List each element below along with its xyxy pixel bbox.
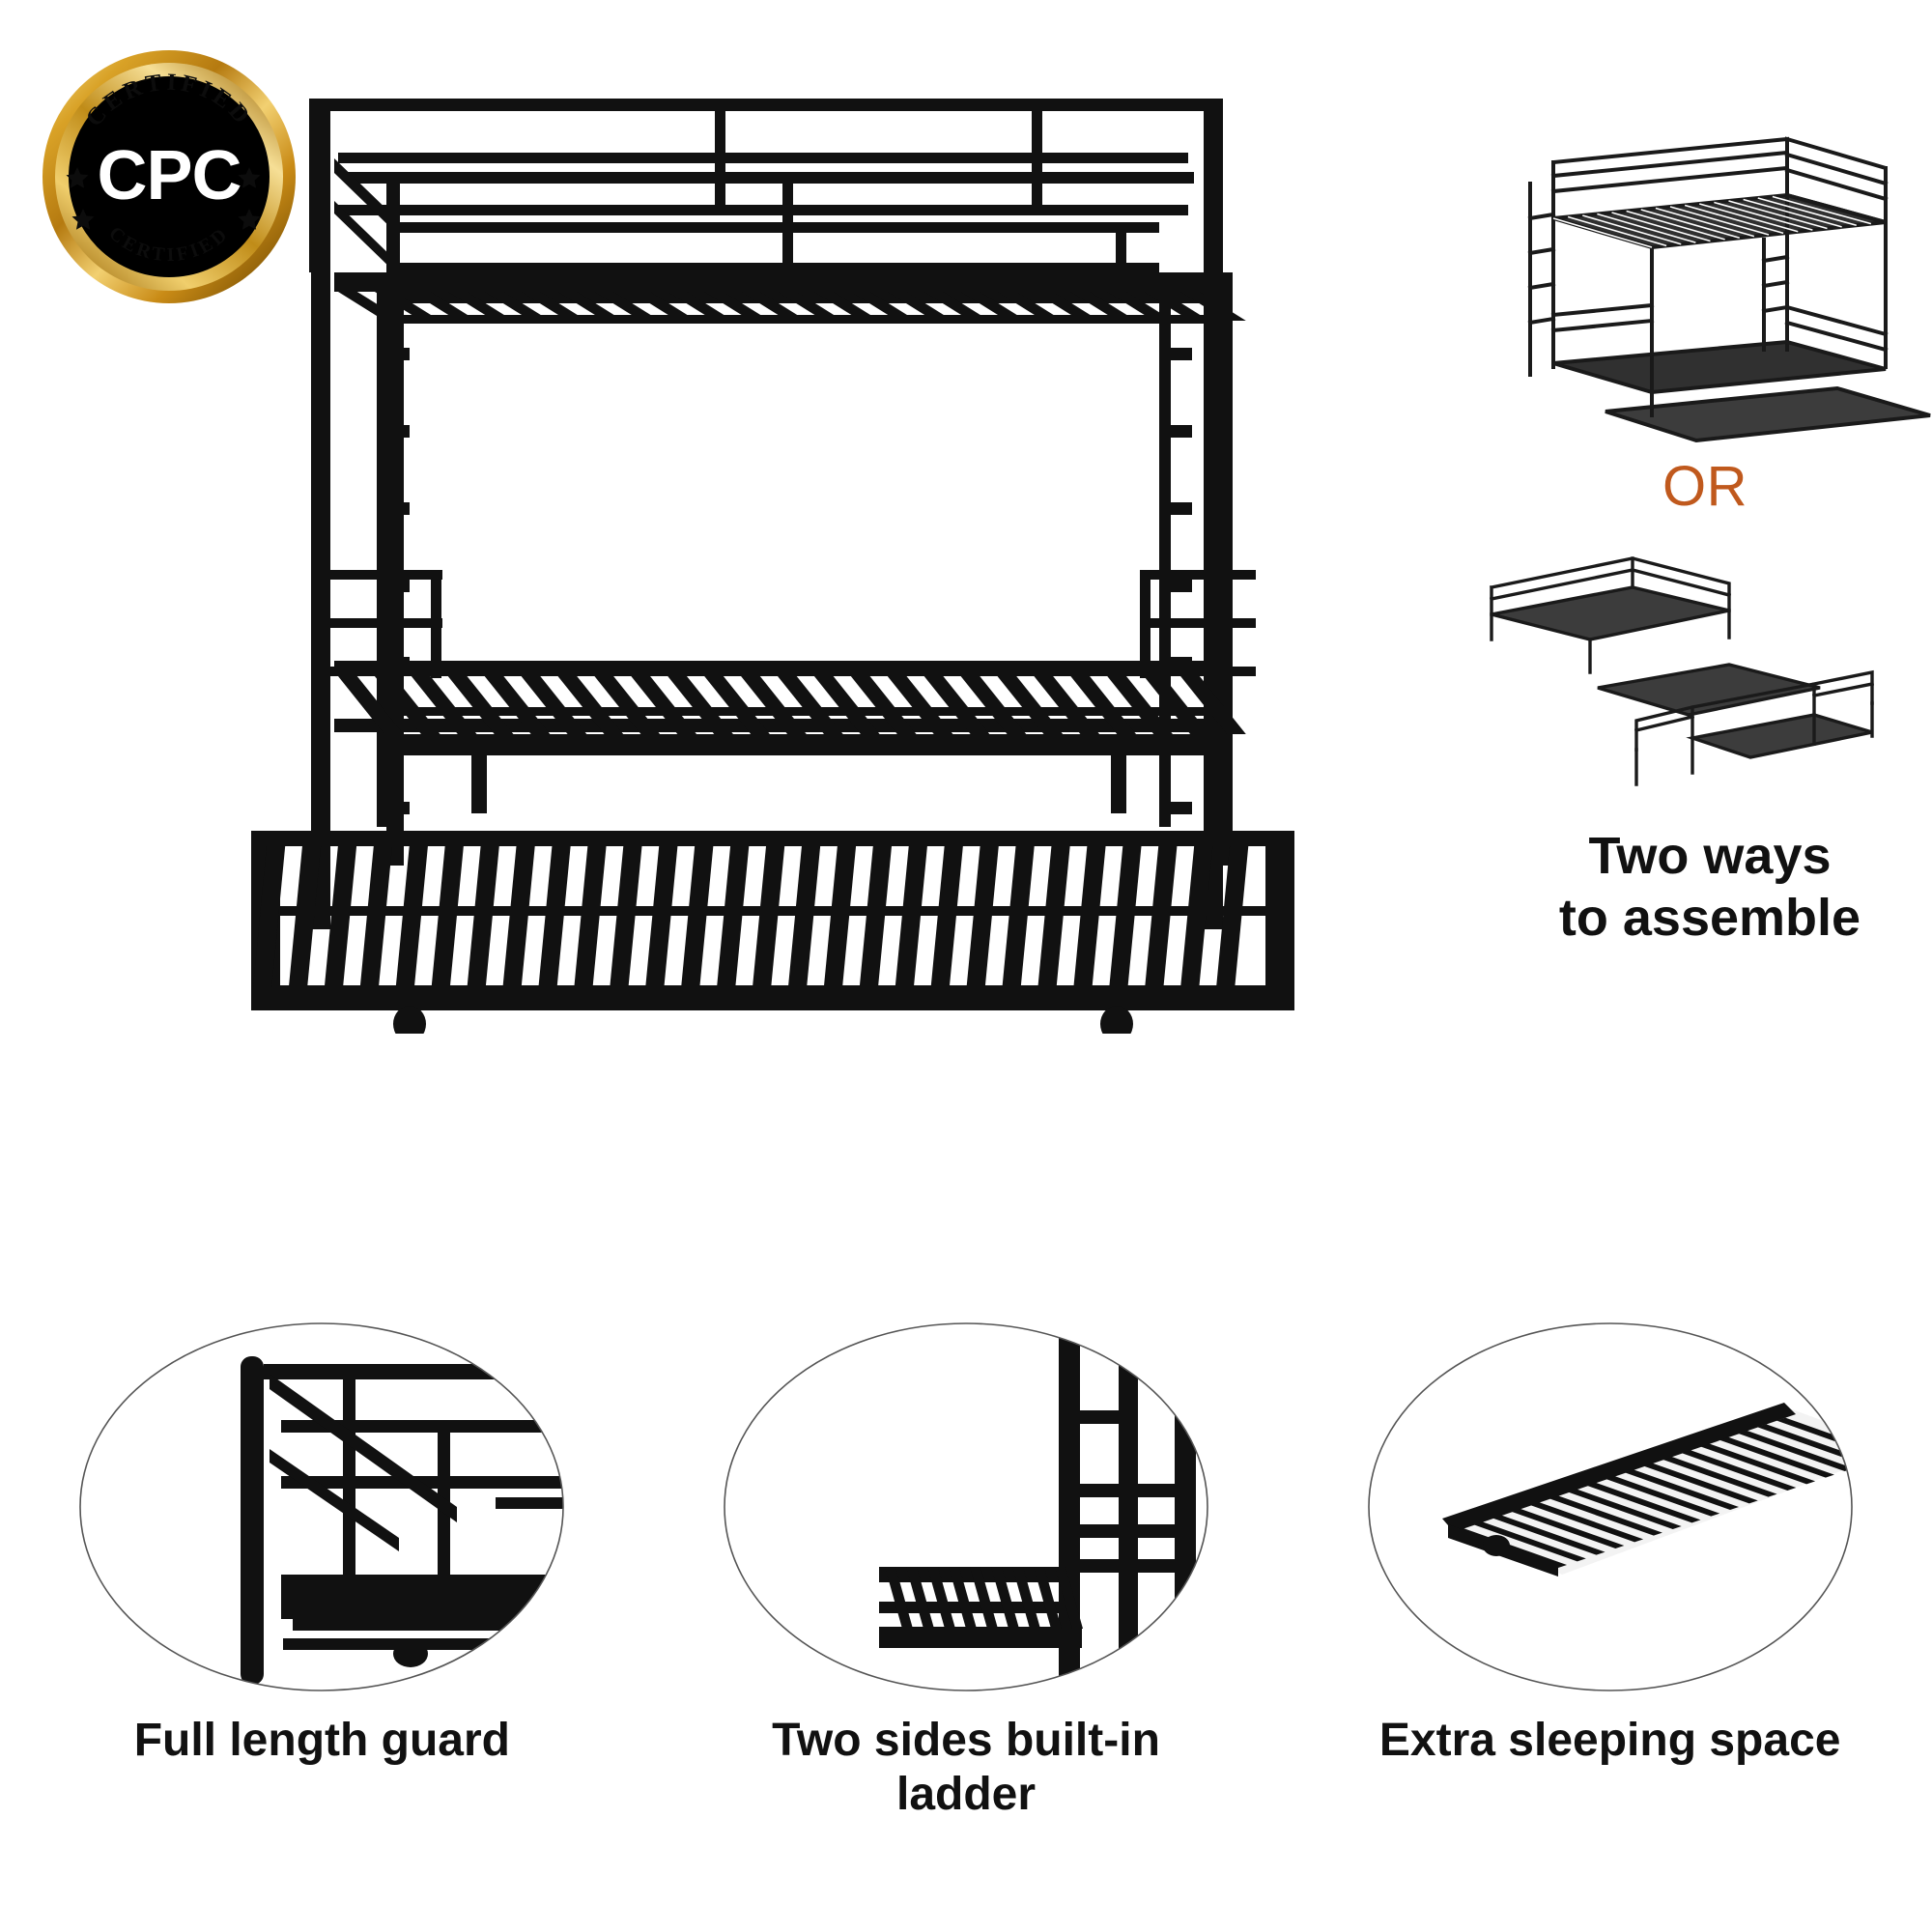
feature-2-detail-image (715, 1314, 1217, 1700)
feature-3-caption: Extra sleeping space (1378, 1715, 1841, 1766)
feature-2-caption-line1: Two sides built-in (772, 1715, 1160, 1766)
separated-pieces-illustration (1488, 531, 1932, 811)
cpc-certified-badge: CERTIFIED CERTIFIED CPC (39, 46, 299, 307)
assemble-label-line2: to assemble (1558, 888, 1861, 947)
feature-2-caption: Two sides built-in ladder (644, 1714, 1289, 1821)
assemble-label-line1: Two ways (1588, 827, 1832, 885)
feature-1-caption: Full length guard (133, 1715, 510, 1766)
feature-two-sides-built-in-ladder: Two sides built-in ladder (644, 1314, 1289, 1932)
main-product-illustration (242, 58, 1323, 1034)
badge-center-text: CPC (97, 137, 241, 214)
feature-highlights-row: Full length guard (0, 1314, 1932, 1932)
feature-2-caption-line2: ladder (895, 1768, 1037, 1820)
feature-extra-sleeping-space: Extra sleeping space (1288, 1314, 1932, 1932)
assembled-bunk-with-trundle-illustration (1497, 126, 1932, 444)
badge-stars (66, 167, 261, 230)
caster-wheels (393, 1006, 1133, 1034)
feature-full-length-guard: Full length guard (0, 1314, 644, 1932)
assembly-options-panel: OR (1488, 126, 1932, 1150)
feature-1-detail-image (71, 1314, 573, 1700)
or-separator-label: OR (1662, 455, 1747, 518)
two-ways-to-assemble-label: Two ways to assemble (1478, 826, 1932, 949)
feature-3-detail-image (1359, 1314, 1861, 1700)
